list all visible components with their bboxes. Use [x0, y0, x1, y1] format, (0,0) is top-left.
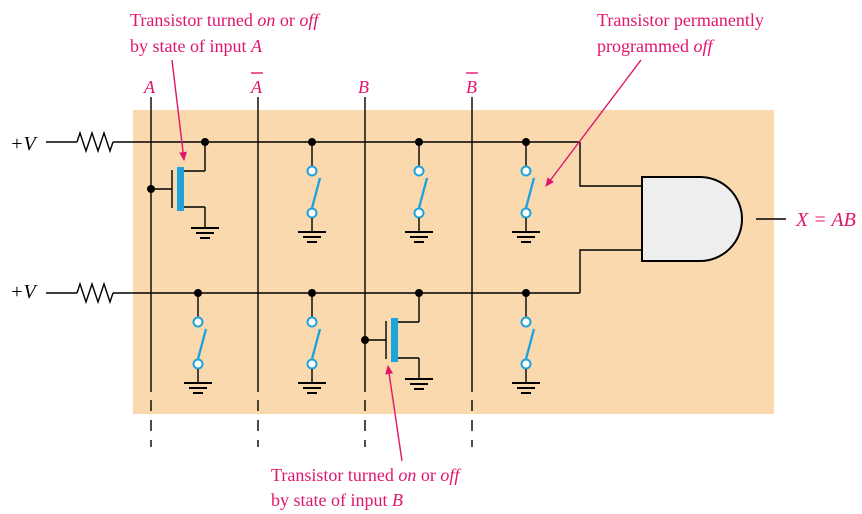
open-switch-icon: [298, 142, 326, 243]
resistor-icon: [76, 281, 114, 305]
open-switch-icon: [512, 142, 540, 243]
ground-icon: [191, 227, 219, 239]
callout-bottom: Transistor turned on or off by state of …: [271, 465, 462, 510]
callout-top-left: Transistor turned on or off by state of …: [130, 10, 321, 56]
transistor-icon: [151, 142, 206, 228]
input-column-extensions: [150, 400, 473, 447]
svg-text:Transistor turned on or off: Transistor turned on or off: [130, 10, 321, 30]
arrow-top-left: [171, 59, 188, 161]
input-labels: A A B B: [143, 77, 477, 97]
input-label-a-bar: A: [250, 77, 263, 97]
resistor-icon: [76, 130, 114, 154]
open-switch-icon: [405, 142, 433, 243]
svg-text:Transistor turned on or off: Transistor turned on or off: [271, 465, 462, 485]
transistor-icon: [365, 293, 420, 379]
product-row-1: [46, 130, 642, 187]
callout-arrows: [171, 59, 642, 462]
svg-text:by state of input B: by state of input B: [271, 490, 403, 510]
open-switch-icon: [184, 293, 212, 394]
supply-label-row2: +V: [10, 281, 38, 303]
callout-top-right: Transistor permanently programmed off: [597, 10, 764, 56]
input-label-a: A: [143, 77, 156, 97]
open-switch-icon: [298, 293, 326, 394]
svg-text:Transistor permanently: Transistor permanently: [597, 10, 764, 30]
input-label-b: B: [358, 77, 369, 97]
svg-text:programmed off: programmed off: [597, 36, 715, 56]
product-row-2: [46, 249, 642, 305]
open-switch-icon: [512, 293, 540, 394]
arrow-top-right: [545, 59, 642, 187]
ground-icon: [405, 378, 433, 390]
junction-dots: [147, 138, 530, 344]
output-label: X = AB: [795, 209, 856, 231]
svg-text:by state of input A: by state of input A: [130, 36, 263, 56]
input-label-b-bar: B: [466, 77, 477, 97]
supply-label-row1: +V: [10, 133, 38, 155]
and-gate-icon: [641, 176, 743, 262]
arrow-bottom: [385, 365, 403, 462]
